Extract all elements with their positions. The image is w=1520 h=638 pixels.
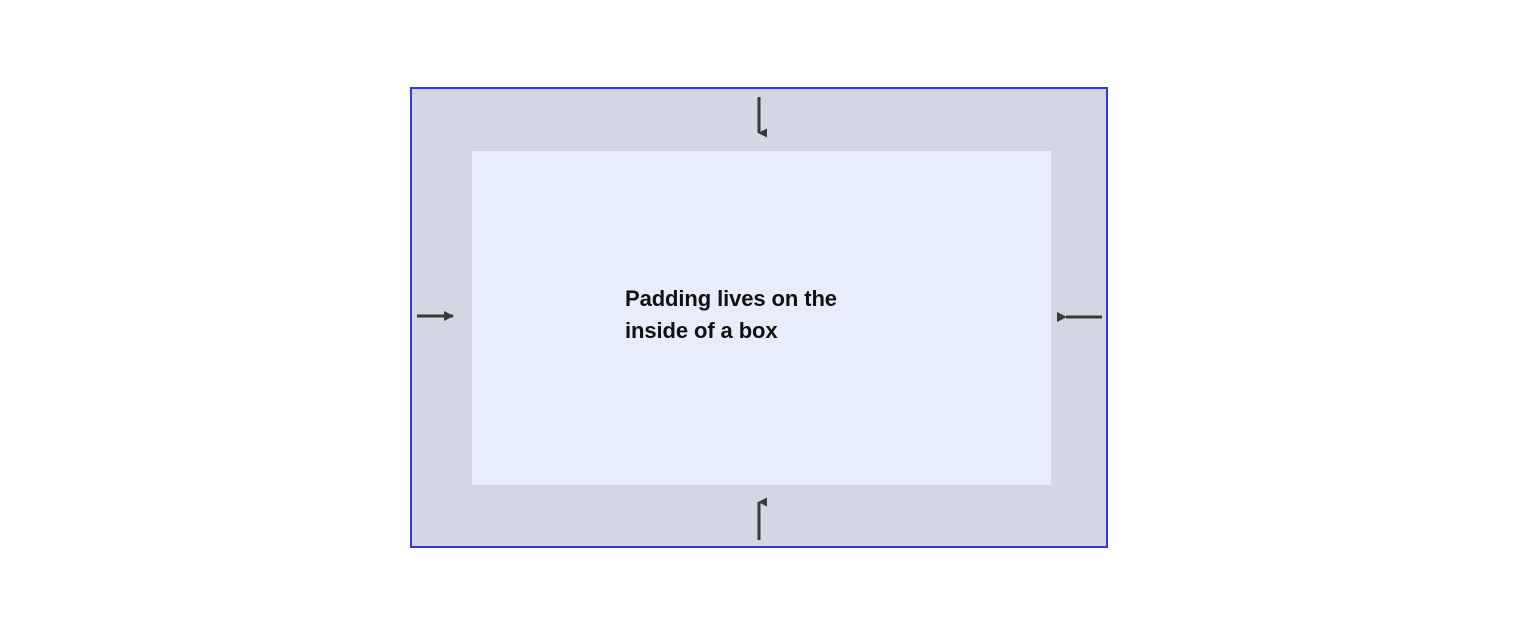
content-box-region <box>472 151 1051 485</box>
border-box-region <box>410 87 1108 548</box>
padding-description-label: Padding lives on the inside of a box <box>625 286 837 343</box>
